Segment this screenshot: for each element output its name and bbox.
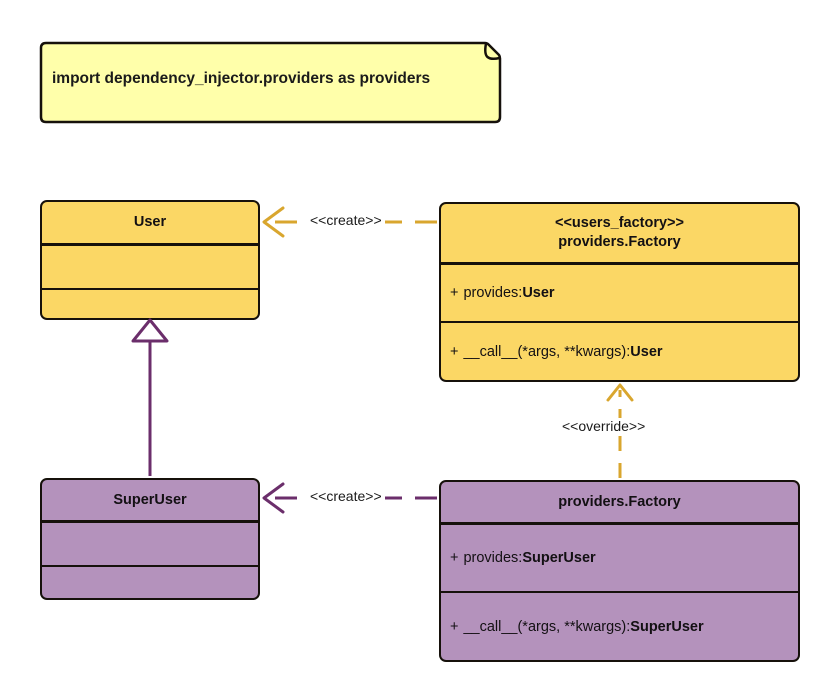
class-title-users-factory: <<users_factory>> providers.Factory — [441, 204, 798, 262]
class-title-super-user: SuperUser — [42, 480, 258, 520]
class-separator — [42, 287, 258, 290]
class-title-super-user-factory: providers.Factory — [441, 482, 798, 522]
class-methods-user — [42, 290, 258, 318]
class-attributes-super-user — [42, 523, 258, 565]
class-box-super-user-factory[interactable]: providers.Factory + provides: SuperUser … — [439, 480, 800, 662]
class-separator — [441, 590, 798, 593]
class-name-users-factory: providers.Factory — [558, 234, 681, 250]
class-name-user: User — [133, 214, 167, 231]
class-separator — [441, 320, 798, 323]
class-attribute-row: + provides: User — [441, 265, 798, 321]
edge-label-create-super-user: <<create>> — [307, 488, 385, 504]
note-text: import dependency_injector.providers as … — [52, 70, 431, 87]
class-separator — [42, 564, 258, 567]
class-attributes-user — [42, 246, 258, 288]
edge-generalization — [131, 318, 169, 476]
note-import: import dependency_injector.providers as … — [38, 40, 503, 125]
attribute-visibility: + — [450, 549, 459, 566]
class-separator — [42, 520, 258, 523]
class-attribute-row: + provides: SuperUser — [441, 525, 798, 591]
class-method-row: + __call__(*args, **kwargs): User — [441, 323, 798, 380]
class-separator — [441, 522, 798, 525]
edge-label-create-user: <<create>> — [307, 212, 385, 228]
class-name-super-user-factory: providers.Factory — [558, 493, 681, 510]
class-method-row: + __call__(*args, **kwargs): SuperUser — [441, 593, 798, 660]
method-label: __call__(*args, **kwargs): — [463, 619, 631, 635]
class-separator — [441, 262, 798, 265]
class-name-super-user: SuperUser — [113, 491, 187, 508]
method-type: User — [630, 344, 663, 360]
edge-label-override: <<override>> — [559, 418, 649, 434]
class-stereotype-users-factory: <<users_factory>> — [555, 215, 684, 232]
attribute-type: SuperUser — [522, 549, 596, 566]
method-visibility: + — [450, 619, 459, 635]
class-box-super-user[interactable]: SuperUser — [40, 478, 260, 600]
class-box-user[interactable]: User — [40, 200, 260, 320]
attribute-type: User — [522, 284, 555, 301]
class-separator — [42, 243, 258, 246]
class-title-user: User — [42, 202, 258, 243]
method-label: __call__(*args, **kwargs): — [463, 344, 631, 360]
method-visibility: + — [450, 344, 459, 360]
class-box-users-factory[interactable]: <<users_factory>> providers.Factory + pr… — [439, 202, 800, 382]
method-type: SuperUser — [630, 619, 704, 635]
attribute-label: provides: — [463, 549, 523, 566]
attribute-visibility: + — [450, 284, 459, 301]
class-methods-super-user — [42, 567, 258, 598]
attribute-label: provides: — [463, 284, 523, 301]
